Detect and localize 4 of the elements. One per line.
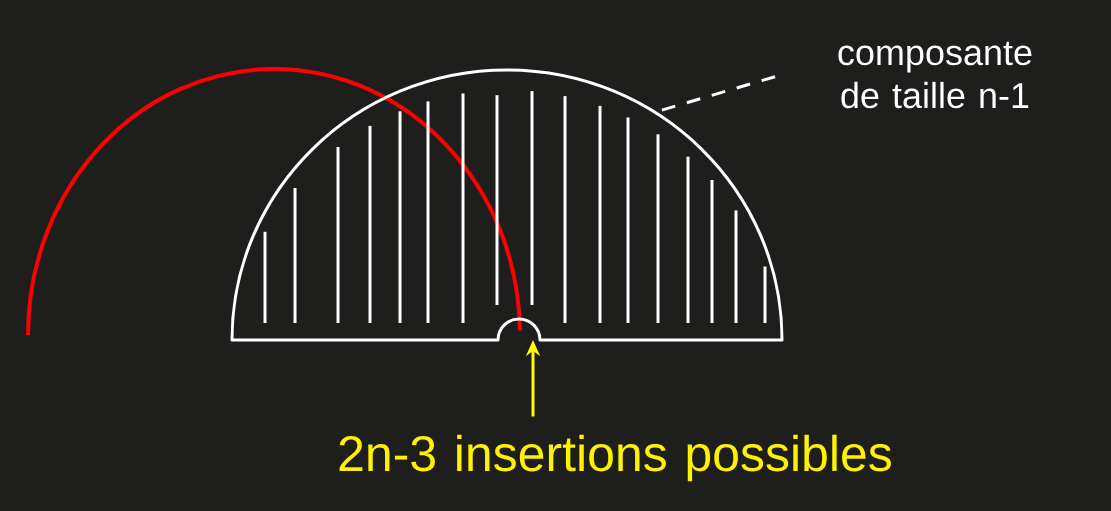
text-label: composante de taille n-1 [838,41,1032,109]
leader-line [660,75,776,112]
text-label: 2n-3 insertions possibles [339,434,891,482]
hatched-half-disk [230,68,784,342]
